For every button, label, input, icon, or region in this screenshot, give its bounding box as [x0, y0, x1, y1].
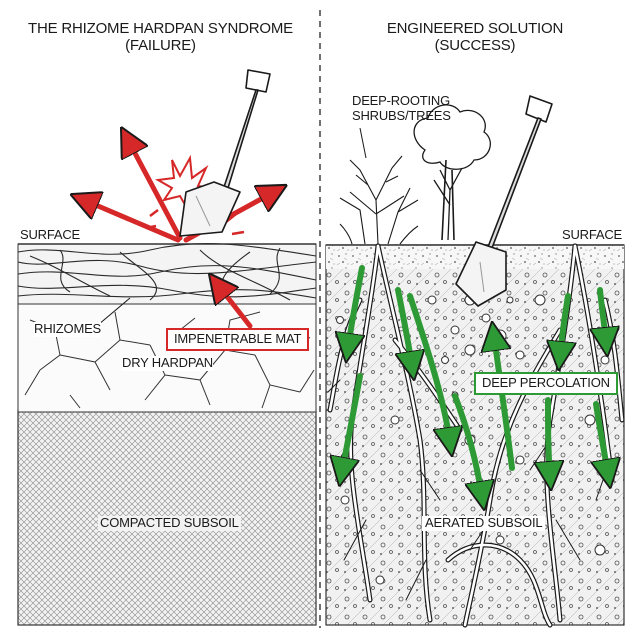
green-arrow-4: [407, 293, 450, 442]
right-title-line1: ENGINEERED SOLUTION: [386, 20, 564, 37]
green-arrow-8: [600, 287, 606, 342]
dry-hardpan-label: DRY HARDPAN: [122, 355, 213, 371]
rhizome-tangle: [17, 242, 317, 301]
left-panel: [17, 69, 317, 626]
shrub-icon: [339, 155, 419, 245]
right-title: ENGINEERED SOLUTION (SUCCESS): [360, 20, 590, 55]
green-arrow-3: [342, 373, 363, 472]
green-arrow-2: [398, 287, 412, 366]
left-title-line1: THE RHIZOME HARDPAN SYNDROME: [28, 20, 293, 37]
red-arrow-up: [128, 140, 183, 241]
shovel-icon: [179, 69, 271, 237]
deep-percolation-label: DEEP PERCOLATION: [474, 372, 618, 395]
deep-rooting-line2: SHRUBS/TREES: [352, 107, 451, 123]
green-arrow-5: [452, 393, 482, 496]
green-arrow-10: [596, 401, 608, 474]
aerated-subsoil-label: AERATED SUBSOIL: [422, 515, 546, 531]
right-panel: [325, 95, 625, 628]
percolation-arrows: [342, 265, 608, 496]
green-arrow-6: [494, 336, 515, 471]
deep-rooting-line1: DEEP-ROOTING: [352, 93, 450, 108]
deep-rooting-label: DEEP-ROOTING SHRUBS/TREES: [352, 93, 451, 124]
aerated-subsoil-layer: [325, 244, 625, 626]
rhizomes-label: RHIZOMES: [34, 321, 102, 337]
shovel-icon: [455, 95, 553, 307]
right-surface-label: SURFACE: [562, 227, 623, 242]
green-arrow-7: [560, 293, 568, 356]
green-arrow-9: [548, 397, 550, 476]
compacted-subsoil-label: COMPACTED SUBSOIL: [98, 515, 241, 531]
left-title-line2: (FAILURE): [125, 37, 196, 55]
right-title-line2: (SUCCESS): [434, 37, 516, 55]
red-arrow-mat: [218, 285, 253, 329]
red-arrow-left: [84, 200, 181, 243]
impenetrable-mat-label: IMPENETRABLE MAT: [166, 328, 310, 351]
tree-icon: [413, 104, 491, 241]
left-title: THE RHIZOME HARDPAN SYNDROME (FAILURE): [18, 20, 303, 55]
left-surface-label: SURFACE: [20, 227, 81, 242]
green-arrow-1: [348, 265, 365, 348]
